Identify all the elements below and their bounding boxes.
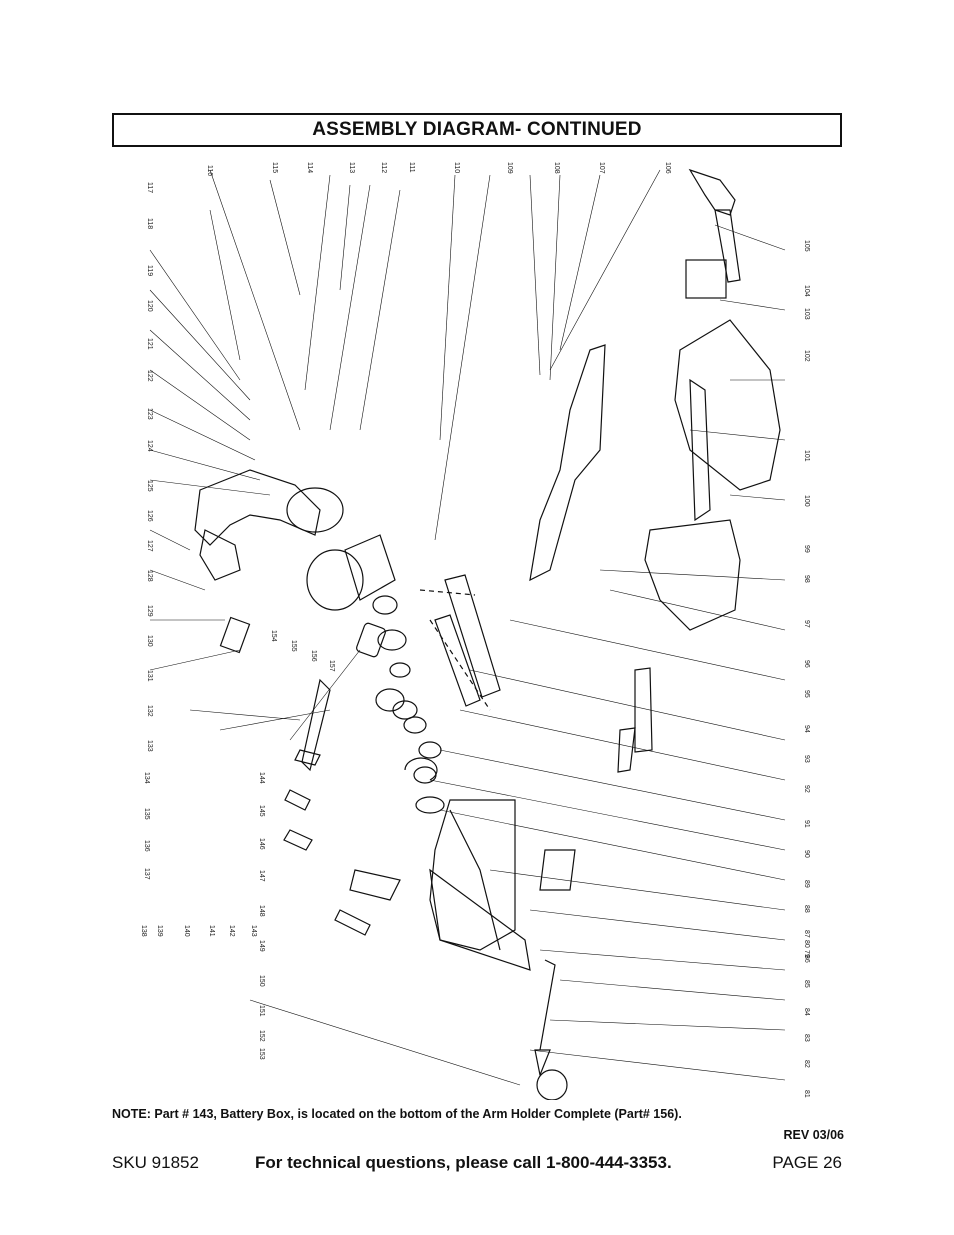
part-number-label: 116 [206, 165, 213, 176]
part-number-label: 88 [803, 905, 810, 913]
part-number-label: 120 [146, 300, 153, 312]
tech-support-line: For technical questions, please call 1-8… [255, 1153, 672, 1172]
part-number-label: 134 [143, 772, 150, 784]
part-number-label: 79 [803, 950, 810, 958]
sku-label: SKU 91852 [112, 1153, 199, 1172]
part-number-label: 103 [803, 308, 810, 320]
part-number-label: 110 [453, 162, 460, 173]
part-number-label: 145 [258, 805, 265, 817]
part-number-labels: 116 115 114 113 112 111 110 109 108 107 106 117 118 1… [140, 162, 810, 1098]
part-number-label: 142 [228, 925, 235, 937]
part-number-label: 111 [408, 162, 415, 173]
part-number-label: 156 [310, 650, 317, 662]
part-number-label: 129 [146, 605, 153, 617]
part-number-label: 143 [250, 925, 257, 937]
part-number-label: 126 [146, 510, 153, 522]
part-number-label: 125 [146, 480, 153, 492]
part-number-label: 119 [146, 265, 153, 276]
part-number-label: 87 [803, 930, 810, 938]
part-number-label: 155 [290, 640, 297, 652]
part-number-label: 95 [803, 690, 810, 698]
part-number-label: 104 [803, 285, 810, 297]
part-number-label: 105 [803, 240, 810, 252]
part-number-label: 152 [258, 1030, 265, 1042]
part-number-label: 141 [208, 925, 215, 937]
page-title: ASSEMBLY DIAGRAM- CONTINUED [312, 119, 642, 140]
part-number-label: 92 [803, 785, 810, 793]
part-number-label: 81 [803, 1090, 810, 1098]
part-number-label: 130 [146, 635, 153, 647]
part-number-label: 80 [803, 940, 810, 948]
part-number-label: 121 [146, 338, 153, 350]
part-number-label: 85 [803, 980, 810, 988]
part-number-label: 135 [143, 808, 150, 820]
part-number-label: 138 [140, 925, 147, 937]
part-number-label: 140 [183, 925, 190, 937]
part-number-label: 154 [270, 630, 277, 642]
part-number-label: 112 [380, 162, 387, 173]
part-number-label: 137 [143, 868, 150, 880]
part-number-label: 101 [803, 450, 810, 462]
part-number-label: 96 [803, 660, 810, 668]
part-number-label: 100 [803, 495, 810, 507]
part-number-label: 102 [803, 350, 810, 362]
part-number-label: 109 [506, 162, 513, 174]
part-number-label: 148 [258, 905, 265, 917]
battery-box-note: NOTE: Part # 143, Battery Box, is locate… [112, 1107, 682, 1121]
part-number-label: 118 [146, 218, 153, 229]
part-number-label: 133 [146, 740, 153, 752]
part-number-label: 107 [598, 162, 605, 174]
part-number-label: 136 [143, 840, 150, 852]
part-number-label: 128 [146, 570, 153, 582]
assembly-diagram: 116 115 114 113 112 111 110 109 108 107 106 117 118 1… [140, 162, 810, 1100]
part-number-label: 98 [803, 575, 810, 583]
part-number-label: 146 [258, 838, 265, 850]
part-number-label: 157 [328, 660, 335, 672]
part-number-label: 122 [146, 370, 153, 382]
part-number-label: 124 [146, 440, 153, 452]
part-number-label: 97 [803, 620, 810, 628]
part-number-label: 94 [803, 725, 810, 733]
page-number: PAGE 26 [772, 1153, 842, 1172]
part-number-label: 144 [258, 772, 265, 784]
part-number-label: 151 [258, 1005, 265, 1017]
part-number-label: 115 [271, 162, 278, 173]
part-number-label: 89 [803, 880, 810, 888]
diagram-title-box: ASSEMBLY DIAGRAM- CONTINUED [112, 113, 842, 147]
part-number-label: 127 [146, 540, 153, 552]
revision-label: REV 03/06 [783, 1128, 844, 1142]
part-number-label: 114 [306, 162, 313, 173]
part-number-label: 113 [348, 162, 355, 173]
part-number-label: 83 [803, 1034, 810, 1042]
part-number-label: 149 [258, 940, 265, 952]
part-number-label: 153 [258, 1048, 265, 1060]
page-footer: SKU 91852 For technical questions, pleas… [112, 1153, 842, 1175]
part-number-label: 82 [803, 1060, 810, 1068]
part-number-label: 150 [258, 975, 265, 987]
part-number-label: 90 [803, 850, 810, 858]
part-number-label: 147 [258, 870, 265, 882]
part-number-label: 86 [803, 955, 810, 963]
part-number-label: 139 [156, 925, 163, 937]
part-number-label: 131 [146, 670, 153, 682]
part-number-label: 117 [146, 182, 153, 193]
part-number-label: 132 [146, 705, 153, 717]
part-number-label: 106 [664, 162, 671, 174]
part-number-label: 91 [803, 820, 810, 828]
part-number-label: 99 [803, 545, 810, 553]
part-number-label: 123 [146, 408, 153, 420]
part-number-label: 108 [553, 162, 560, 174]
part-number-label: 93 [803, 755, 810, 763]
part-number-label: 84 [803, 1008, 810, 1016]
